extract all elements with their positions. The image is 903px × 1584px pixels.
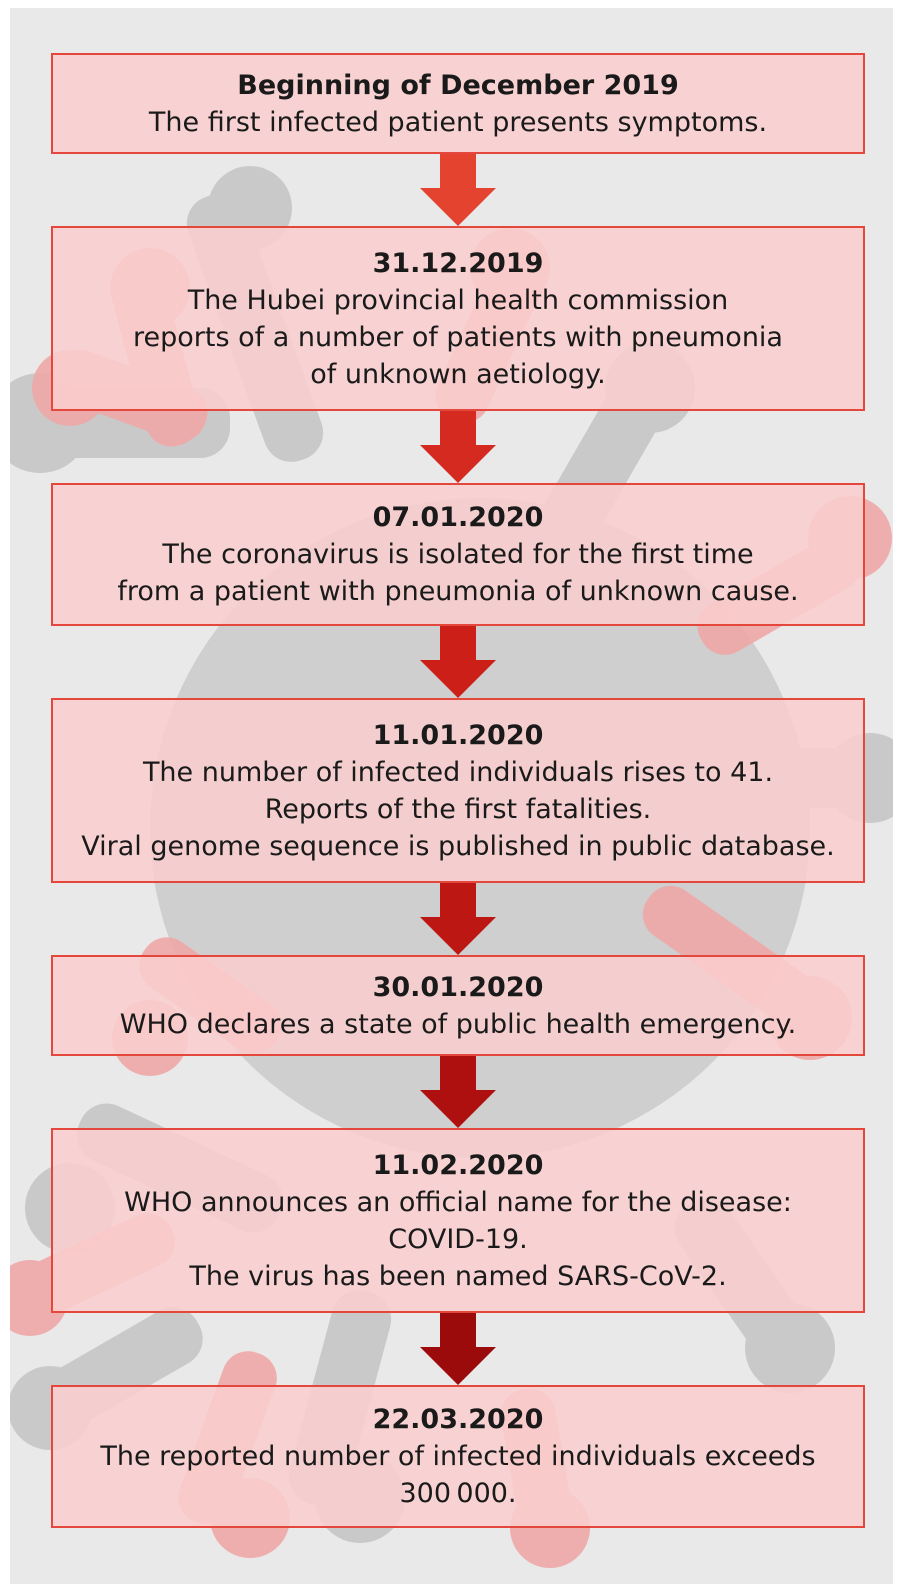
event-text-line: The virus has been named SARS-CoV-2. (189, 1260, 727, 1292)
event-text-line: from a patient with pneumonia of unknown… (117, 576, 799, 607)
event-date: Beginning of December 2019 (237, 69, 679, 101)
timeline-canvas: Beginning of December 2019 The first inf… (10, 8, 893, 1584)
event-text-line: Viral genome sequence is published in pu… (81, 830, 835, 862)
event-box-7: 22.03.2020 The reported number of infect… (51, 1385, 865, 1528)
event-box-2: 31.12.2019 The Hubei provincial health c… (51, 226, 865, 411)
event-date: 31.12.2019 (372, 247, 544, 279)
event-text-line: The reported number of infected individu… (100, 1441, 816, 1472)
event-text-line: reports of a number of patients with pne… (133, 321, 783, 353)
event-box-3: 07.01.2020 The coronavirus is isolated f… (51, 483, 865, 626)
event-text-line: The first infected patient presents symp… (148, 106, 768, 138)
event-text-line: The Hubei provincial health commission (187, 284, 729, 316)
event-date: 22.03.2020 (372, 1404, 544, 1435)
event-date: 07.01.2020 (372, 502, 544, 533)
event-text-line: The number of infected individuals rises… (142, 756, 774, 788)
event-date: 30.01.2020 (372, 971, 544, 1003)
event-text-line: 300 000. (399, 1478, 517, 1509)
down-arrow-icon (420, 1056, 496, 1128)
event-box-5: 30.01.2020 WHO declares a state of publi… (51, 955, 865, 1056)
down-arrow-icon (420, 411, 496, 483)
down-arrow-icon (420, 883, 496, 955)
down-arrow-icon (420, 1313, 496, 1385)
event-text-line: of unknown aetiology. (310, 358, 606, 390)
event-text-line: COVID-19. (388, 1223, 528, 1255)
down-arrow-icon (420, 626, 496, 698)
event-date: 11.02.2020 (372, 1149, 544, 1181)
event-text-line: The coronavirus is isolated for the firs… (162, 539, 754, 570)
event-text-line: WHO declares a state of public health em… (119, 1008, 797, 1040)
event-text-line: Reports of the first fatalities. (264, 793, 652, 825)
event-box-1: Beginning of December 2019 The first inf… (51, 53, 865, 154)
down-arrow-icon (420, 154, 496, 226)
event-box-4: 11.01.2020 The number of infected indivi… (51, 698, 865, 883)
event-date: 11.01.2020 (372, 719, 544, 751)
event-text-line: WHO announces an official name for the d… (124, 1186, 792, 1218)
event-box-6: 11.02.2020 WHO announces an official nam… (51, 1128, 865, 1313)
